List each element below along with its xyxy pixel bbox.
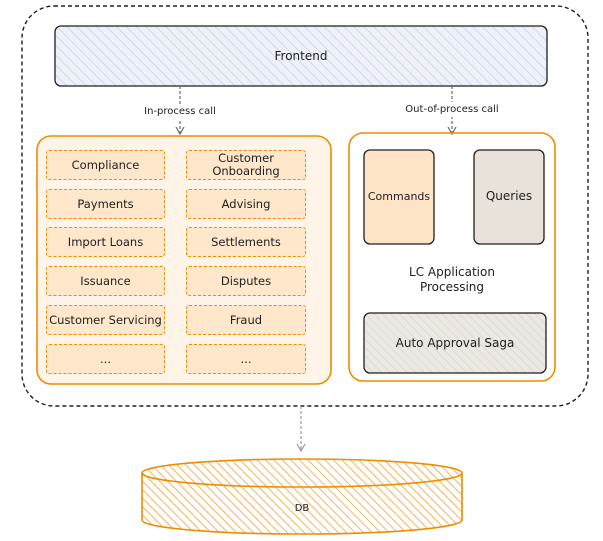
module-fraud: Fraud xyxy=(186,305,306,335)
in-process-arrow xyxy=(175,86,185,136)
out-of-process-call-label: Out-of-process call xyxy=(382,102,522,117)
module-more-left: ... xyxy=(46,344,165,374)
lc-processing-container xyxy=(348,132,556,382)
module-import-loans: Import Loans xyxy=(46,227,165,257)
out-of-process-arrow xyxy=(447,86,457,136)
module-more-right: ... xyxy=(186,344,306,374)
queries-box xyxy=(473,149,545,245)
module-payments: Payments xyxy=(46,189,165,219)
commands-box xyxy=(363,149,435,245)
module-settlements: Settlements xyxy=(186,227,306,257)
database-cylinder xyxy=(141,458,463,535)
saga-box xyxy=(363,312,547,374)
module-customer-onboarding: Customer Onboarding xyxy=(186,150,306,180)
module-disputes: Disputes xyxy=(186,266,306,296)
module-issuance: Issuance xyxy=(46,266,165,296)
saga-label: Auto Approval Saga xyxy=(395,336,515,350)
commands-label: Commands xyxy=(367,190,431,203)
modules-container xyxy=(36,135,332,385)
module-customer-servicing: Customer Servicing xyxy=(46,305,165,335)
lc-processing-title: LC Application Processing xyxy=(409,265,495,294)
db-arrow xyxy=(296,406,306,453)
frontend-label: Frontend xyxy=(274,49,328,63)
queries-label: Queries xyxy=(485,189,533,203)
in-process-call-label: In-process call xyxy=(110,104,250,119)
module-compliance: Compliance xyxy=(46,150,165,180)
module-advising: Advising xyxy=(186,189,306,219)
frontend-box xyxy=(54,25,548,87)
db-label: DB xyxy=(294,503,310,514)
